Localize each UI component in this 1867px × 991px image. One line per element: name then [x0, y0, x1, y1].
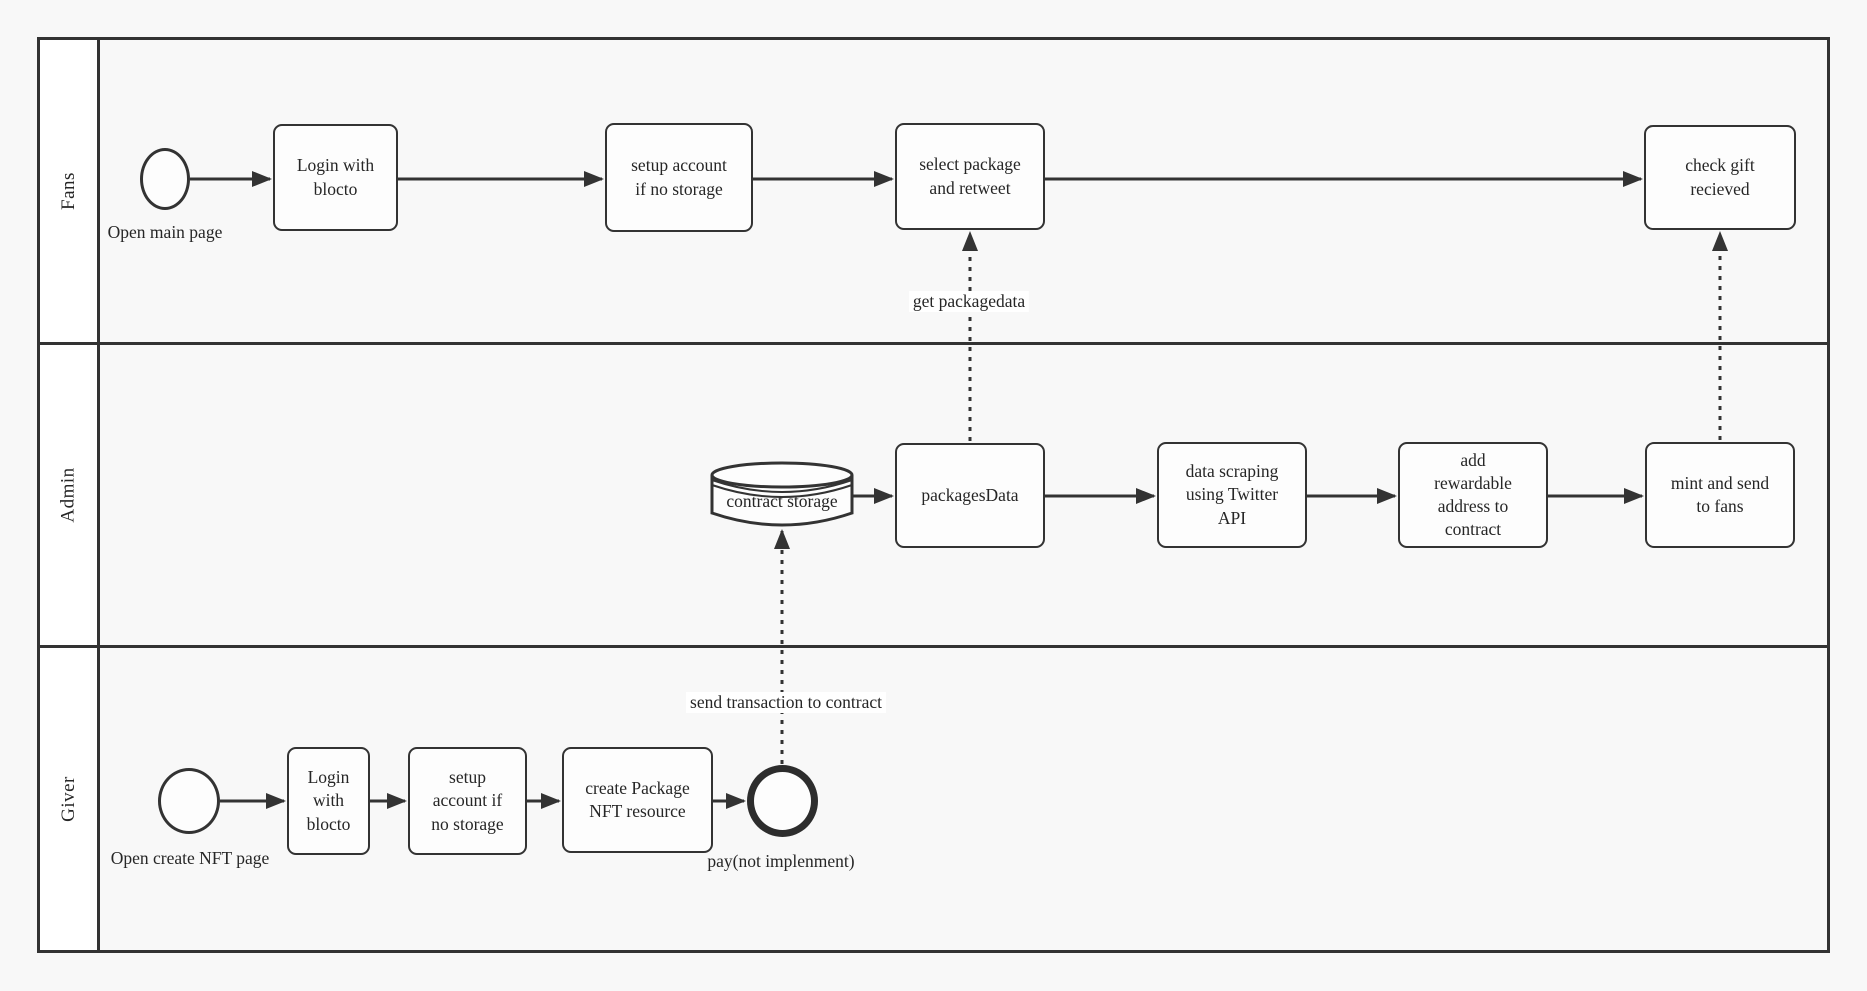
- task-fans-login-blocto: Login with blocto: [273, 124, 398, 231]
- task-admin-data-scraping: data scraping using Twitter API: [1157, 442, 1307, 548]
- message-label-get-packagedata: get packagedata: [908, 291, 1030, 312]
- task-admin-add-address: add rewardable address to contract: [1398, 442, 1548, 548]
- datastore-label: contract storage: [726, 491, 838, 511]
- end-event-pay: [747, 765, 818, 837]
- datastore-contract-storage: contract storage: [709, 461, 855, 539]
- task-giver-setup-account: setup account if no storage: [408, 747, 527, 855]
- lane-divider-admin-giver: [37, 645, 1830, 648]
- lane-divider-fans-admin: [37, 342, 1830, 345]
- task-giver-login-blocto: Login with blocto: [287, 747, 370, 855]
- message-label-send-transaction: send transaction to contract: [686, 692, 886, 713]
- start-event-giver-label: Open create NFT page: [110, 848, 270, 868]
- start-event-fans-label: Open main page: [107, 222, 223, 242]
- database-cylinder-icon: [710, 461, 854, 527]
- start-event-open-create-nft: [158, 768, 220, 834]
- end-event-pay-label: pay(not implenment): [707, 851, 855, 871]
- task-fans-setup-account: setup account if no storage: [605, 123, 753, 232]
- task-fans-select-package: select package and retweet: [895, 123, 1045, 230]
- start-event-open-main-page: [140, 148, 190, 210]
- task-fans-check-gift: check gift recieved: [1644, 125, 1796, 230]
- task-giver-create-package: create Package NFT resource: [562, 747, 713, 853]
- lane-label-column: [37, 37, 100, 953]
- task-admin-mint-send: mint and send to fans: [1645, 442, 1795, 548]
- task-admin-packages-data: packagesData: [895, 443, 1045, 548]
